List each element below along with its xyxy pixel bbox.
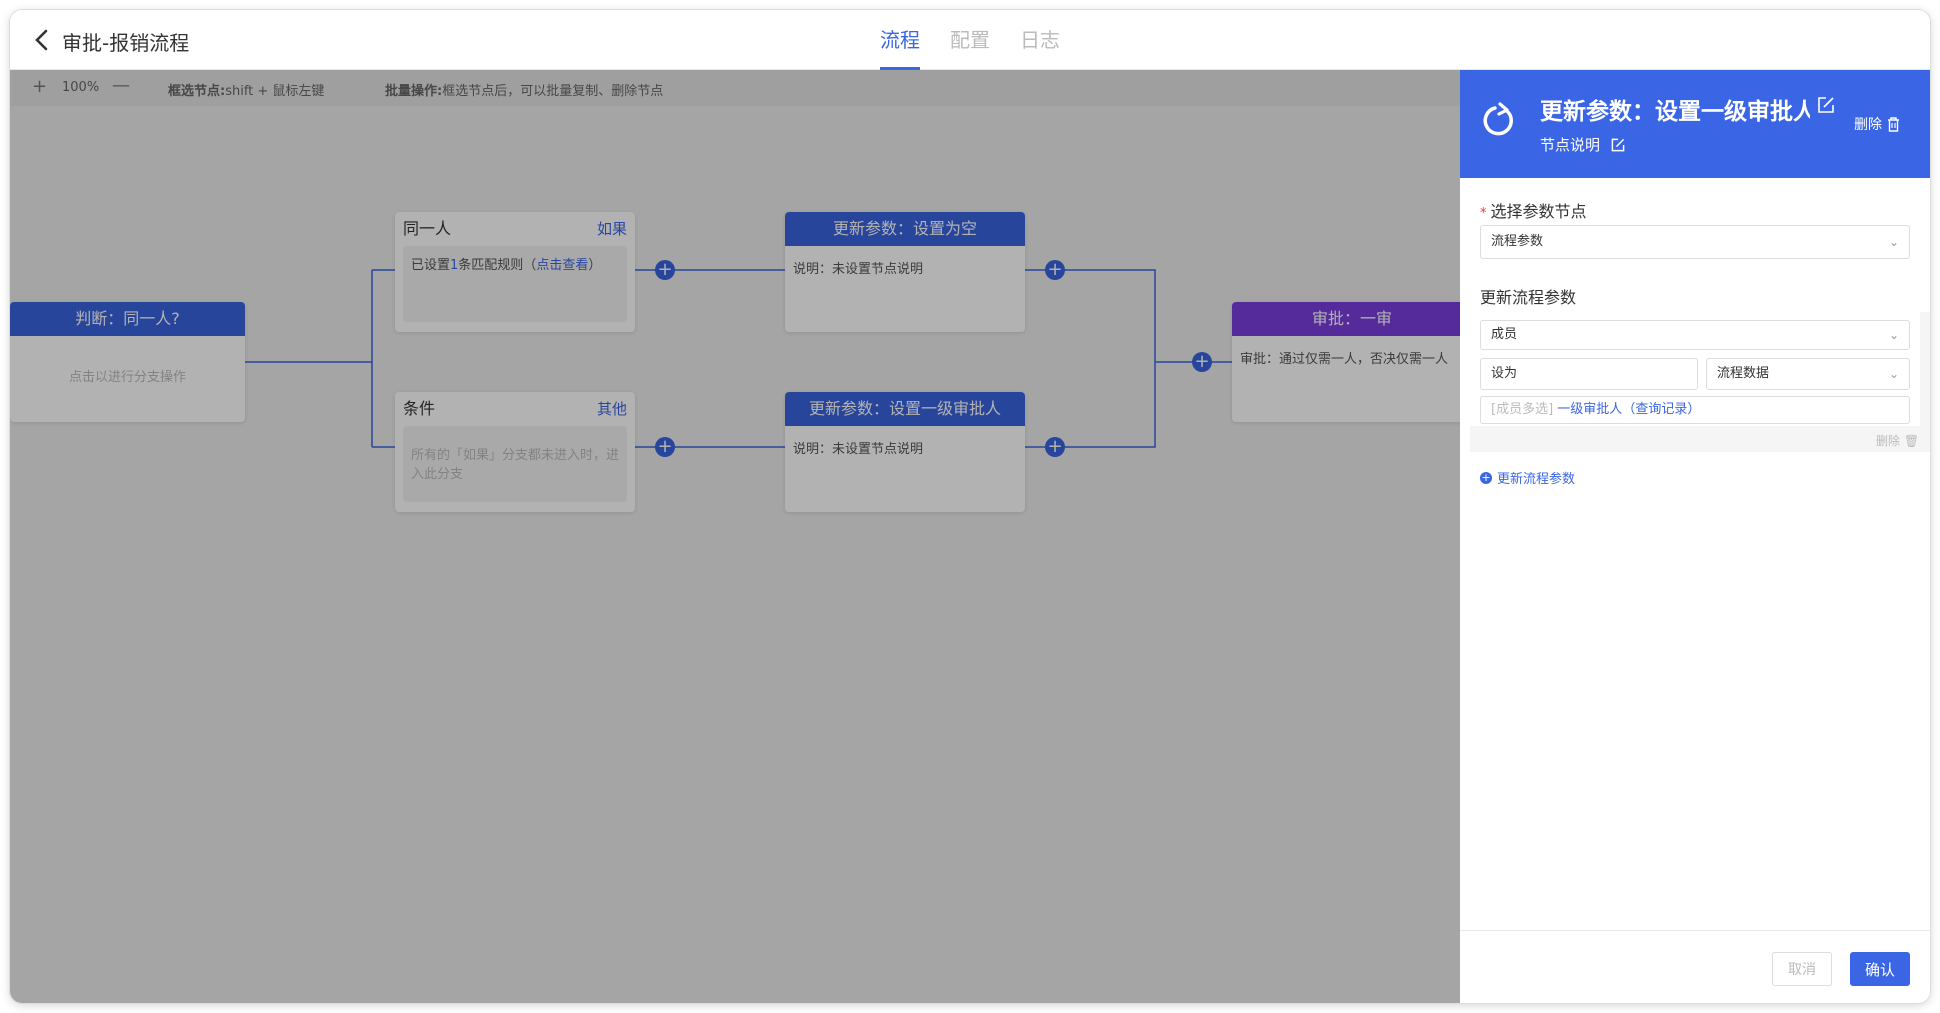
- view-rules-link[interactable]: 点击查看: [536, 258, 589, 273]
- branch-else-box: 所有的「如果」分支都未进入时，进入此分支: [403, 426, 627, 502]
- plus-circle-icon: +: [1480, 470, 1492, 484]
- trash-icon: 🗑: [1903, 434, 1920, 448]
- panel-title: 更新参数：设置一级审批人: [1540, 99, 1810, 125]
- add-node-button[interactable]: +: [655, 260, 675, 280]
- add-node-button[interactable]: +: [1045, 437, 1065, 457]
- tab-config[interactable]: 配置: [950, 28, 990, 52]
- update-node-desc: 说明：未设置节点说明: [793, 442, 924, 457]
- back-arrow-icon[interactable]: [32, 28, 52, 52]
- canvas-toolbar: + 100% — 框选节点:shift + 鼠标左键 批量操作:框选节点后，可以…: [10, 70, 1460, 106]
- judge-node-body: 点击以进行分支操作: [68, 370, 186, 385]
- select-hint-label: 框选节点:: [168, 84, 226, 99]
- source-select-value: 流程数据: [1717, 366, 1770, 381]
- panel-footer: 取消 确认: [1460, 930, 1930, 1003]
- query-record-link[interactable]: （查询记录）: [1622, 402, 1701, 417]
- select-hint-text: shift + 鼠标左键: [225, 84, 325, 99]
- branch-tag-if: 如果: [596, 220, 627, 238]
- zoom-in-button[interactable]: +: [32, 76, 48, 97]
- edit-icon[interactable]: [1816, 95, 1836, 115]
- update-node-title: 更新参数：设置为空: [785, 212, 1025, 246]
- branch-title: 条件: [403, 399, 436, 418]
- rule-prefix: 已设置: [411, 258, 451, 273]
- source-select[interactable]: 流程数据 ⌄: [1706, 358, 1910, 390]
- rule-end: ）: [588, 258, 602, 273]
- param-rule-group: 成员 ⌄ 设为 流程数据 ⌄ [成员多选] 一级审批人（查询记录） 删除 🗑: [1470, 312, 1930, 452]
- cancel-button[interactable]: 取消: [1772, 952, 1832, 986]
- update-params-label: 更新流程参数: [1480, 288, 1577, 307]
- trash-icon: [1888, 116, 1899, 132]
- delete-node-label: 删除: [1854, 117, 1882, 133]
- approve-node-desc: 审批：通过仅需一人，否决仅需一人: [1240, 352, 1449, 367]
- update-node-empty[interactable]: 更新参数：设置为空 说明：未设置节点说明: [785, 212, 1025, 332]
- modal-overlay[interactable]: [10, 70, 1460, 1003]
- set-as-field[interactable]: 设为: [1480, 358, 1698, 390]
- tab-flow[interactable]: 流程: [880, 10, 920, 70]
- judge-node[interactable]: 判断：同一人? 点击以进行分支操作: [10, 302, 245, 422]
- refresh-icon: [1483, 102, 1513, 136]
- delete-rule-label: 删除: [1876, 434, 1901, 448]
- approve-node-title: 审批：一审: [1232, 302, 1472, 336]
- add-node-button[interactable]: +: [1045, 260, 1065, 280]
- judge-node-title: 判断：同一人?: [10, 302, 245, 336]
- branch-tag-else: 其他: [596, 400, 627, 418]
- update-node-title: 更新参数：设置一级审批人: [785, 392, 1025, 426]
- approve-node[interactable]: 审批：一审 审批：通过仅需一人，否决仅需一人: [1232, 302, 1472, 422]
- batch-hint-label: 批量操作:: [385, 84, 443, 99]
- set-as-value: 设为: [1491, 366, 1518, 381]
- value-main: 一级审批人: [1557, 402, 1623, 417]
- required-mark: *: [1480, 206, 1487, 221]
- zoom-out-button[interactable]: —: [112, 75, 130, 96]
- panel-header: 更新参数：设置一级审批人 删除 节点说明: [1460, 70, 1930, 178]
- add-node-button[interactable]: +: [655, 437, 675, 457]
- param-node-value: 流程参数: [1491, 234, 1544, 249]
- branch-node-same-person[interactable]: 同一人 如果 已设置1条匹配规则（点击查看）: [395, 212, 635, 332]
- branch-title: 同一人: [403, 219, 452, 238]
- tab-bar: 流程 配置 日志: [880, 10, 1060, 70]
- value-type-prefix: [成员多选]: [1491, 402, 1554, 417]
- edit-icon: [1611, 138, 1625, 151]
- chevron-down-icon: ⌄: [1888, 235, 1899, 249]
- branch-rule-box: 已设置1条匹配规则（点击查看）: [403, 246, 627, 322]
- update-node-first-approver[interactable]: 更新参数：设置一级审批人 说明：未设置节点说明: [785, 392, 1025, 512]
- value-field[interactable]: [成员多选] 一级审批人（查询记录）: [1480, 396, 1910, 424]
- update-node-desc: 说明：未设置节点说明: [793, 262, 924, 277]
- batch-hint: 批量操作:框选节点后，可以批量复制、删除节点: [385, 80, 663, 99]
- batch-hint-text: 框选节点后，可以批量复制、删除节点: [442, 84, 664, 99]
- node-description-label: 节点说明: [1540, 136, 1601, 154]
- param-rule-inner: 成员 ⌄ 设为 流程数据 ⌄ [成员多选] 一级审批人（查询记录）: [1470, 312, 1920, 426]
- branch-head: 同一人 如果: [395, 212, 635, 246]
- select-node-label: *选择参数节点: [1480, 198, 1587, 222]
- rule-count: 1: [450, 258, 459, 273]
- confirm-button[interactable]: 确认: [1850, 952, 1910, 986]
- app-window: 审批-报销流程 流程 配置 日志 + 100% — 框选节点:shift + 鼠…: [10, 10, 1930, 1003]
- member-select[interactable]: 成员 ⌄: [1480, 320, 1910, 350]
- add-node-button[interactable]: +: [1192, 352, 1212, 372]
- node-description-button[interactable]: 节点说明: [1540, 134, 1626, 155]
- select-hint: 框选节点:shift + 鼠标左键: [168, 80, 324, 99]
- delete-node-button[interactable]: 删除: [1854, 114, 1900, 134]
- branch-node-else[interactable]: 条件 其他 所有的「如果」分支都未进入时，进入此分支: [395, 392, 635, 512]
- node-config-panel: 更新参数：设置一级审批人 删除 节点说明 *选择参数节: [1460, 70, 1930, 1003]
- tab-log[interactable]: 日志: [1020, 28, 1060, 52]
- chevron-down-icon: ⌄: [1888, 367, 1899, 381]
- add-param-label: 更新流程参数: [1497, 472, 1576, 487]
- chevron-down-icon: ⌄: [1888, 328, 1899, 342]
- member-select-value: 成员: [1491, 327, 1518, 342]
- branch-head: 条件 其他: [395, 392, 635, 426]
- page-title: 审批-报销流程: [62, 31, 190, 55]
- zoom-level: 100%: [62, 80, 100, 95]
- param-node-select[interactable]: 流程参数 ⌄: [1480, 225, 1910, 259]
- select-node-label-text: 选择参数节点: [1490, 202, 1587, 221]
- delete-rule-button[interactable]: 删除 🗑: [1876, 432, 1919, 449]
- top-header: 审批-报销流程 流程 配置 日志: [10, 10, 1930, 70]
- add-param-button[interactable]: + 更新流程参数: [1480, 468, 1575, 487]
- rule-suffix: 条匹配规则（: [458, 258, 537, 273]
